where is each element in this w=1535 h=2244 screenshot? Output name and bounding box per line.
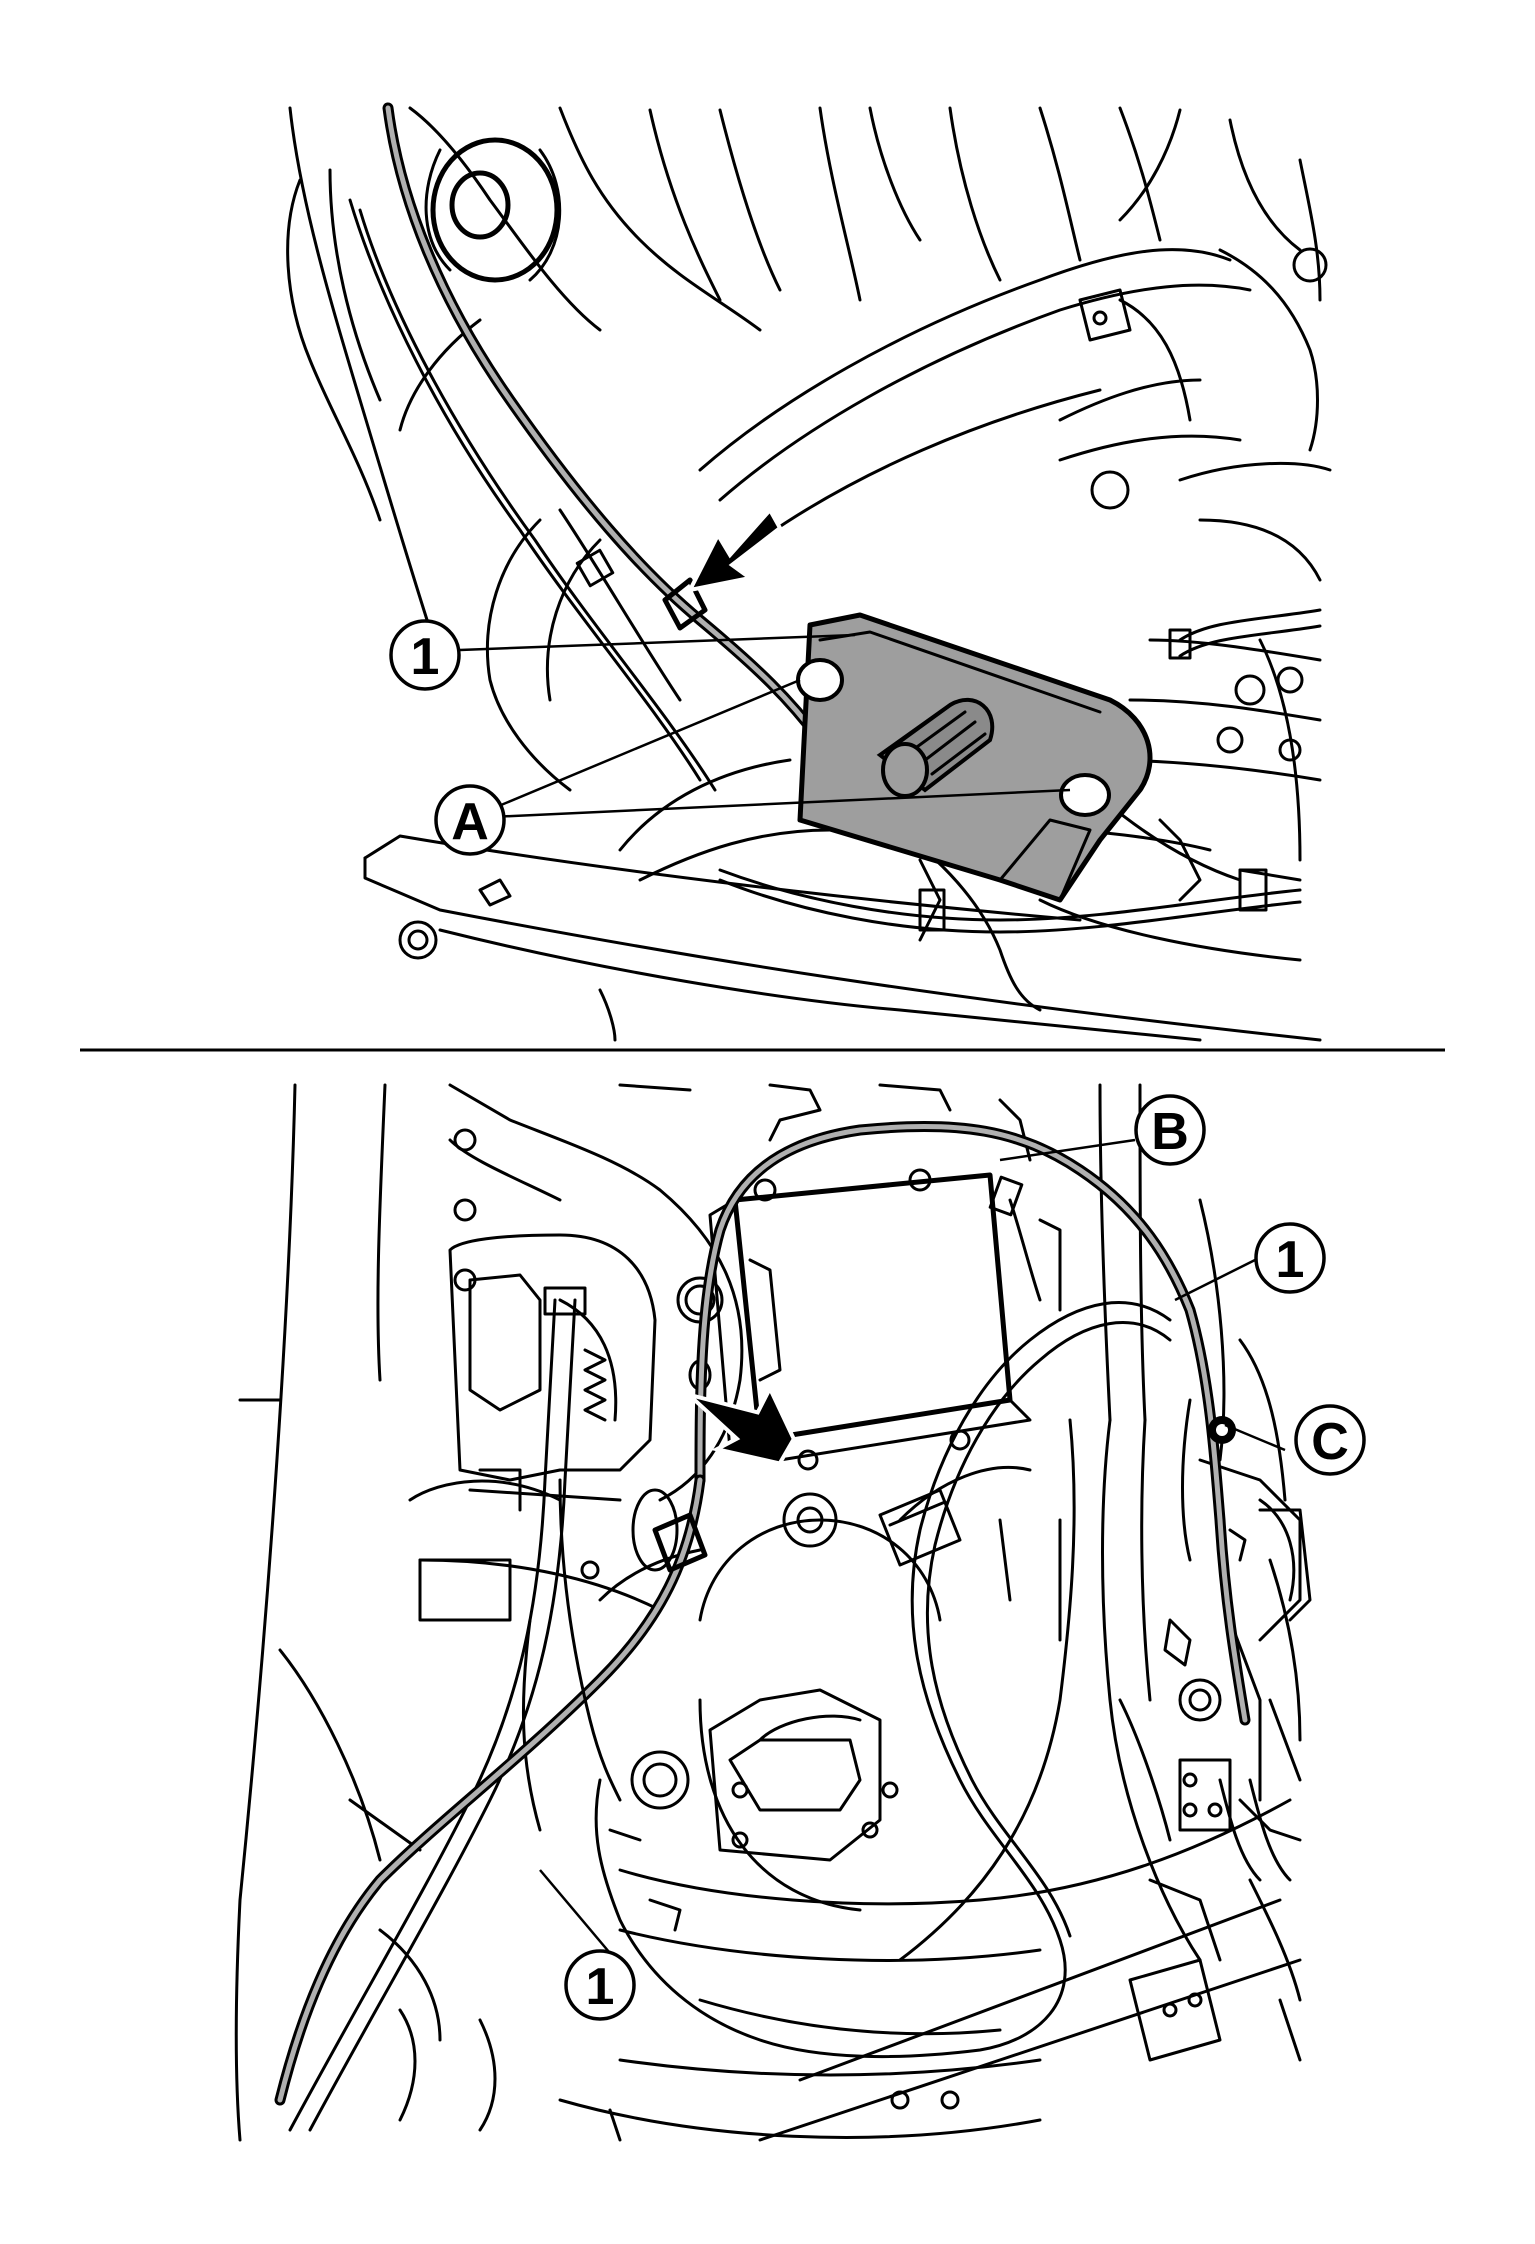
callout-1-right: 1 (1254, 1222, 1326, 1294)
top-view: 1 A (286, 102, 1332, 1042)
control-module (796, 612, 1153, 903)
bottom-view: B 1 C 1 (234, 1083, 1366, 2142)
callout-c: C (1294, 1404, 1366, 1476)
callout-label: B (1151, 1103, 1189, 1161)
callout-label: C (1311, 1413, 1349, 1471)
callout-label: 1 (586, 1958, 615, 2016)
control-module-body (797, 612, 1153, 903)
top-frame-linework (286, 106, 1332, 1042)
seat-pivot (424, 137, 562, 283)
bottom-harness (274, 1120, 1292, 2106)
callout-label: 1 (1276, 1231, 1305, 1289)
callout-1-top: 1 (389, 619, 461, 691)
callout-a: A (434, 784, 506, 856)
mounting-bolt-hole (1059, 773, 1111, 817)
push-direction-arrow-icon (686, 506, 783, 593)
module-connector (876, 698, 995, 798)
callout-label: A (451, 793, 489, 851)
callout-label: 1 (411, 628, 440, 686)
push-direction-arrow-icon (687, 1383, 797, 1466)
callout-b: B (1134, 1094, 1206, 1166)
callout-1-lower: 1 (564, 1949, 636, 2021)
mounting-bolt-hole (796, 658, 844, 702)
top-harness (348, 102, 1322, 934)
top-leader-lines (459, 633, 1071, 820)
bottom-leader-lines (539, 1138, 1286, 1966)
